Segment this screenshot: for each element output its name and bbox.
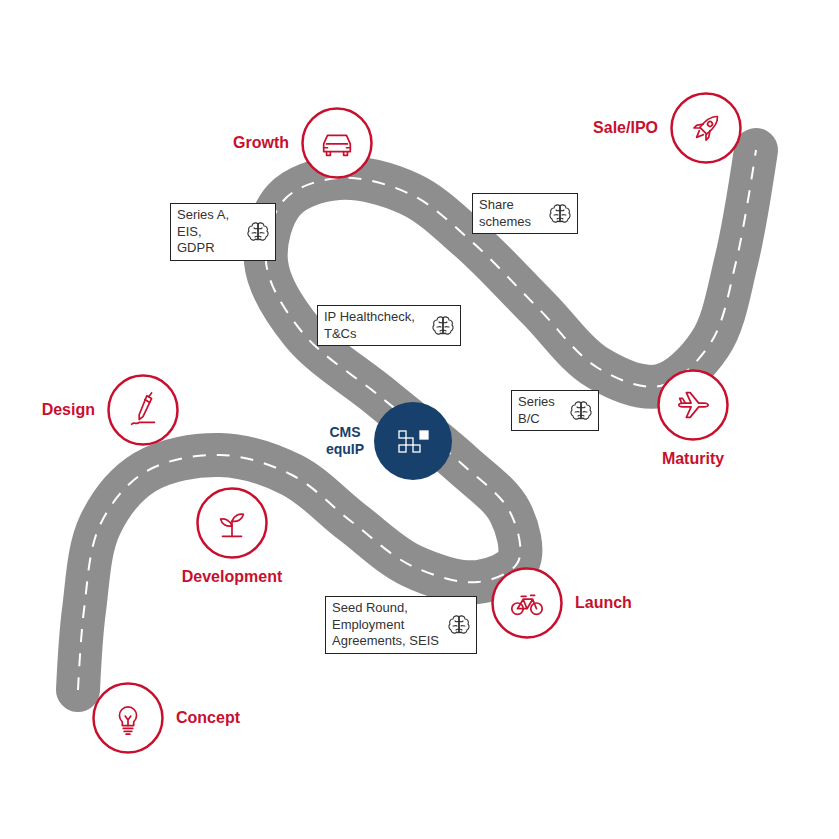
stage-circle: Launch [491,567,563,639]
advice-box: Series B/C [511,390,599,431]
brain-icon [548,202,572,226]
brain-icon [569,399,593,423]
stage-label: Development [182,567,282,586]
stage-circle: Development [196,487,268,559]
stage-icon [119,707,136,734]
stage-label: Growth [233,133,289,152]
brain-icon [447,613,471,637]
stage-label: Maturity [662,449,724,468]
stage-label: Design [42,400,95,419]
stage-icon [679,393,708,418]
hub-circle: CMS equIP [374,402,452,480]
advice-text: Seed Round, Employment Agreements, SEIS [332,600,440,650]
stage-label: Sale/IPO [593,118,658,137]
stage-shape [657,369,729,441]
stage-label: Launch [575,593,632,612]
brain-icon [246,220,270,244]
hub-label: CMS equIP [322,424,368,458]
stage-shape [107,374,179,446]
stage-circle: Sale/IPO [670,92,742,164]
advice-text: IP Healthcheck, T&Cs [324,309,424,342]
road [78,150,756,690]
brain-icon [431,314,455,338]
stage-icon [221,514,244,536]
stage-circle: Growth [301,107,373,179]
advice-text: Series A, EIS, GDPR [177,207,239,257]
hub-shape [374,402,452,480]
road-marking [78,150,756,690]
advice-box: IP Healthcheck, T&Cs [317,305,461,346]
stage-shape [491,567,563,639]
advice-text: Series B/C [518,394,562,427]
stage-circle: Concept [92,682,164,754]
stage-icon [691,111,724,144]
hub-icon [399,431,428,452]
stage-icon [324,135,351,155]
stage-circle: Design [107,374,179,446]
stage-label: Concept [176,708,240,727]
stage-shape [196,487,268,559]
advice-box: Series A, EIS, GDPR [170,203,276,261]
advice-box: Seed Round, Employment Agreements, SEIS [325,596,477,654]
stage-circle: Maturity [657,369,729,441]
stage-shape [301,107,373,179]
stage-shape [670,92,742,164]
advice-text: Share schemes [479,197,541,230]
stage-shape [92,682,164,754]
stage-icon [132,393,155,424]
advice-box: Share schemes [472,193,578,234]
stage-icon [512,595,542,614]
